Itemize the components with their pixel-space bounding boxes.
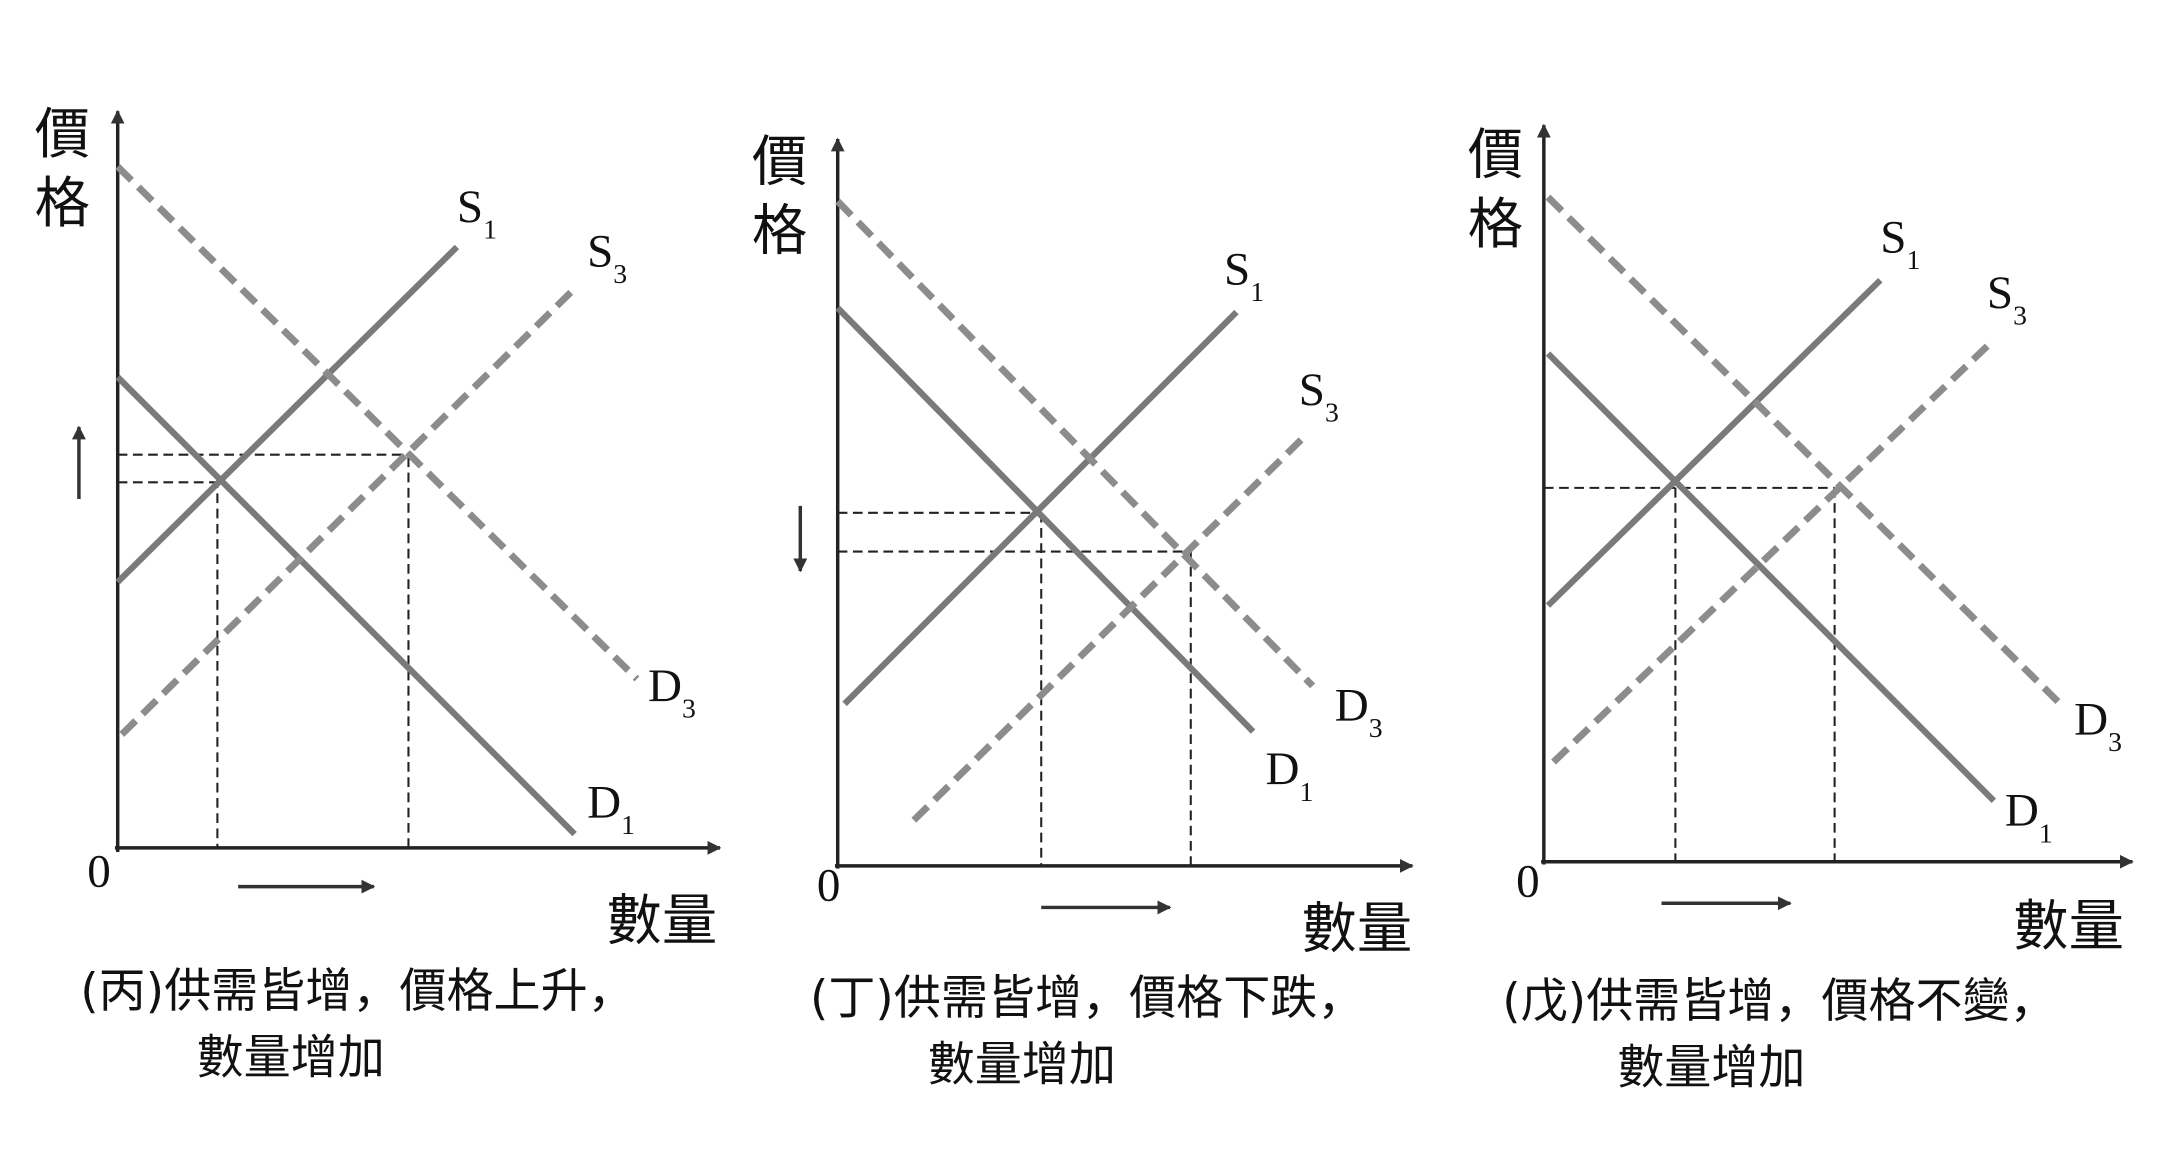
curve-label-D1: D1: [2005, 785, 2053, 849]
price-axis-label: 格: [752, 200, 807, 264]
curve-subscript: 3: [613, 258, 627, 289]
caption-line-2: 數量增加: [1617, 1040, 1805, 1095]
curve-label-S1: S1: [1880, 212, 1920, 276]
curve-letter: S: [1987, 267, 2013, 319]
curve-label-S1: S1: [1224, 243, 1264, 307]
curve-subscript: 3: [682, 693, 696, 724]
curve-letter: S: [457, 181, 483, 233]
curve-subscript: 3: [2108, 726, 2122, 757]
curve-letter: D: [2074, 693, 2108, 745]
price-axis-label: 格: [1468, 193, 1523, 257]
curve-label-D3: D3: [1335, 680, 1383, 744]
quantity-axis-label: 數量: [606, 889, 717, 953]
curve-D3: [1545, 194, 2066, 710]
price-axis-label: 價: [1468, 124, 1523, 188]
origin-label: 0: [87, 846, 111, 898]
quantity-axis-label: 數量: [1302, 898, 1413, 962]
curve-D3: [835, 198, 1316, 689]
curve-S3: [911, 434, 1307, 823]
curve-label-S3: S3: [1987, 267, 2027, 331]
curve-label-S3: S3: [1299, 364, 1339, 428]
curve-subscript: 1: [621, 809, 635, 840]
caption-line-2: 數量增加: [928, 1038, 1116, 1093]
caption-line-2: 數量增加: [197, 1031, 385, 1086]
curve-D1: [115, 374, 577, 837]
origin-label: 0: [1516, 855, 1540, 907]
curve-label-D3: D3: [648, 660, 696, 724]
curve-subscript: 1: [483, 214, 497, 245]
price-axis-label: 價: [35, 103, 90, 167]
price-axis-label: 格: [35, 172, 90, 236]
curve-letter: S: [1880, 212, 1906, 264]
curve-subscript: 3: [2013, 300, 2027, 331]
curve-S1: [1545, 277, 1883, 608]
curve-letter: D: [1335, 680, 1369, 732]
curve-letter: S: [1224, 243, 1250, 295]
curve-D1: [1545, 351, 1997, 804]
curve-S1: [842, 309, 1239, 707]
curve-D1: [835, 305, 1256, 734]
curve-letter: D: [1266, 743, 1300, 795]
curve-label-D3: D3: [2074, 693, 2122, 757]
curve-label-S3: S3: [587, 225, 627, 289]
price-axis-label: 價: [752, 131, 807, 195]
curve-label-S1: S1: [457, 181, 497, 245]
curve-letter: S: [587, 225, 613, 277]
curve-letter: D: [2005, 785, 2039, 837]
curve-label-D1: D1: [587, 776, 635, 840]
caption-line-1: (丙)供需皆增，價格上升，: [80, 964, 634, 1019]
curve-S1: [115, 244, 460, 585]
curve-S3: [1551, 337, 1997, 765]
curve-subscript: 1: [1250, 276, 1264, 307]
curve-letter: S: [1299, 364, 1325, 416]
curve-letter: D: [648, 660, 682, 712]
caption-line-1: (丁)供需皆增，價格下跌，: [810, 971, 1364, 1026]
curve-subscript: 1: [1906, 244, 1920, 275]
curve-label-D1: D1: [1266, 743, 1314, 807]
origin-label: 0: [817, 859, 841, 911]
curve-subscript: 1: [2039, 817, 2053, 848]
curve-subscript: 3: [1325, 396, 1339, 427]
curve-S3: [119, 286, 578, 737]
curve-letter: D: [587, 776, 621, 828]
curve-subscript: 1: [1300, 776, 1314, 807]
curve-subscript: 3: [1369, 712, 1383, 743]
curve-D3: [115, 164, 640, 682]
caption-line-1: (戊)供需皆增，價格不變，: [1502, 974, 2056, 1029]
quantity-axis-label: 數量: [2013, 895, 2124, 959]
